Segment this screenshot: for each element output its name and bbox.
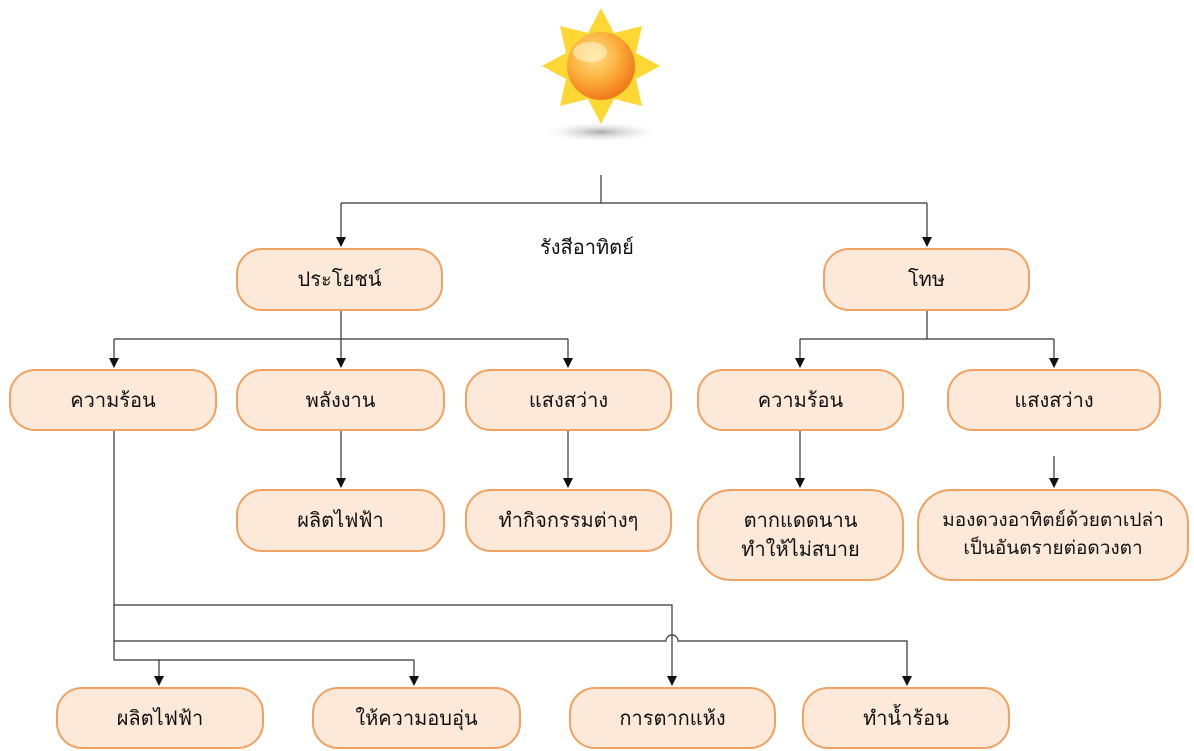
node-benefit-light: แสงสว่าง [465, 369, 672, 431]
node-harm-light-effect: มองดวงอาทิตย์ด้วยตาเปล่า เป็นอันตรายต่อด… [917, 489, 1189, 581]
node-heat-drying: การตากแห้ง [569, 687, 776, 749]
sun-icon [539, 8, 663, 143]
connector-heat-bus-upper [114, 604, 677, 686]
sun-core [567, 32, 635, 100]
node-heat-hot-water: ทำน้ำร้อน [802, 687, 1010, 749]
node-harm-heat: ความร้อน [697, 369, 904, 431]
connector-harm-bus [800, 311, 1054, 340]
diagram-title: รังสีอาทิตย์ [540, 235, 634, 259]
node-light-activities: ทำกิจกรรมต่างๆ [465, 489, 672, 552]
node-harm-light: แสงสว่าง [947, 369, 1161, 431]
node-benefit-heat: ความร้อน [9, 369, 217, 431]
node-heat-warmth: ให้ความอบอุ่น [312, 687, 521, 749]
connector-benefit-bus [114, 311, 568, 340]
node-heat-electricity: ผลิตไฟฟ้า [56, 687, 264, 749]
node-harm-heat-effect: ตากแดดนาน ทำให้ไม่สบาย [697, 489, 904, 581]
node-harm: โทษ [823, 248, 1030, 311]
node-benefit-energy: พลังงาน [236, 369, 445, 431]
node-benefit: ประโยชน์ [236, 248, 443, 311]
connector-heat-bus-lower [114, 634, 912, 686]
sun-highlight [573, 42, 607, 62]
connectors [109, 175, 1059, 686]
node-energy-electricity: ผลิตไฟฟ้า [236, 489, 445, 552]
sun-shadow [539, 121, 663, 143]
connector-root [341, 175, 927, 204]
